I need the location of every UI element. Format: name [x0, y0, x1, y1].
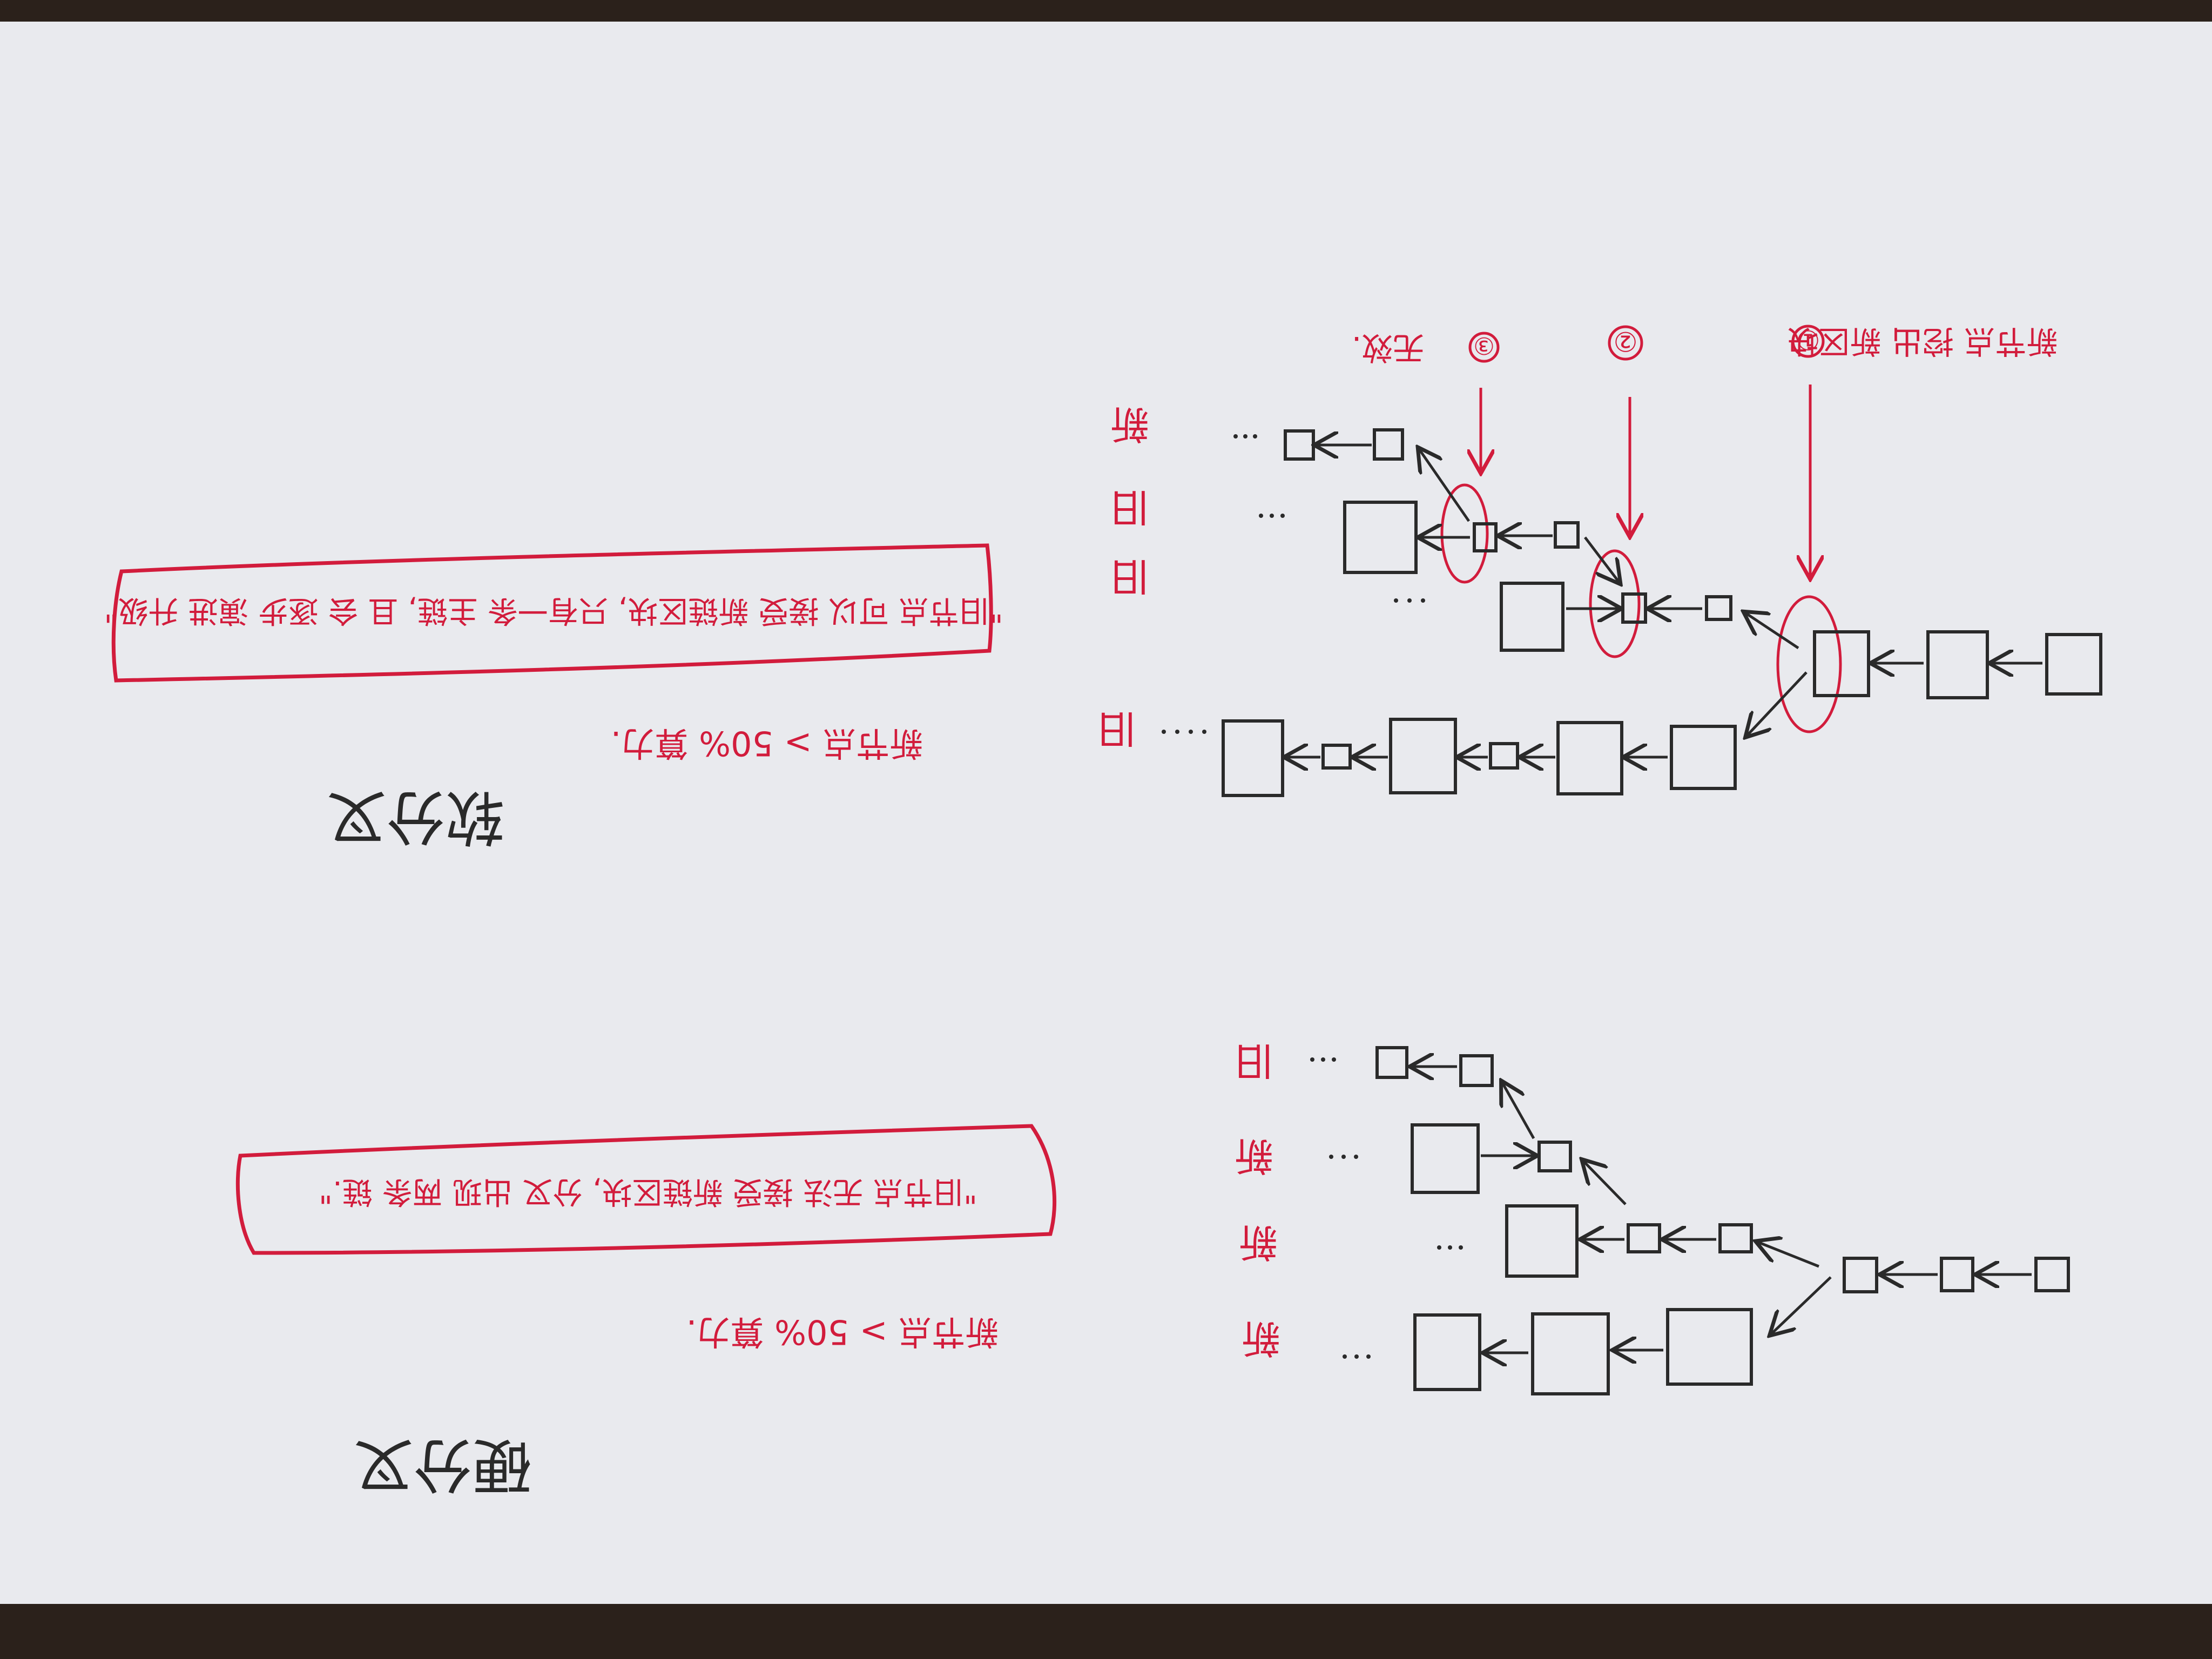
block [2045, 633, 2102, 696]
svg-text:旧: 旧 [1110, 554, 1149, 599]
block [1343, 501, 1418, 574]
block [1375, 1046, 1408, 1079]
svg-text:新: 新 [1239, 1219, 1278, 1265]
soft-fork-heading: 软分叉 [327, 783, 505, 852]
svg-text:无效.: 无效. [1352, 329, 1424, 366]
hard-fork-note: "旧节点 无法 接受 新链区块, 分叉 出现 两条 链." [319, 1174, 977, 1209]
paper-sheet [0, 22, 2212, 1604]
svg-text:新: 新 [1110, 401, 1149, 447]
block [1621, 592, 1647, 624]
hard-row-label-3: 新 [1239, 1219, 1278, 1265]
svg-text:硬分叉: 硬分叉 [354, 1431, 532, 1500]
block [1531, 1312, 1610, 1395]
step-3-text: 无效. [1352, 329, 1424, 366]
soft-fork-blocks [1222, 428, 2102, 797]
svg-text:新节点 挖出 新区块: 新节点 挖出 新区块 [1788, 323, 2058, 360]
block [1940, 1257, 1974, 1292]
block [1705, 595, 1732, 621]
svg-text:②: ② [1614, 326, 1638, 357]
block [1411, 1123, 1480, 1194]
svg-text:软分叉: 软分叉 [327, 783, 505, 852]
svg-text:新: 新 [1242, 1316, 1280, 1361]
block [2034, 1257, 2070, 1292]
soft-row-label-3: 旧 [1110, 554, 1149, 599]
hard-row-label-1: 旧 [1235, 1038, 1273, 1084]
block [1926, 630, 1989, 699]
soft-fork-links [1286, 445, 2042, 757]
block [1843, 1257, 1878, 1293]
soft-fork-condition: 新节点 > 50% 算力. [611, 724, 923, 763]
hard-fork-note-box [235, 1124, 1057, 1255]
block [1718, 1223, 1753, 1253]
soft-row-label-2: 旧 [1110, 485, 1149, 530]
soft-continuation-dots [1162, 434, 1425, 734]
block [1556, 721, 1623, 795]
svg-text:③: ③ [1473, 332, 1494, 359]
svg-text:"旧节点 可以 接受 新链区块, 只有一条 主链, 且 会: "旧节点 可以 接受 新链区块, 只有一条 主链, 且 会 逐步 演进 升级" [104, 593, 1003, 628]
svg-text:旧: 旧 [1235, 1038, 1273, 1084]
block [1670, 725, 1737, 790]
step-1-marker: ① [1791, 324, 1825, 358]
block [1222, 719, 1284, 797]
block [1473, 522, 1498, 552]
block [1489, 742, 1519, 770]
svg-text:旧: 旧 [1110, 485, 1149, 530]
block [1505, 1204, 1579, 1278]
block [1373, 428, 1404, 461]
hard-row-label-4: 新 [1242, 1316, 1280, 1361]
step-1-text: 新节点 挖出 新区块 [1788, 323, 2058, 360]
block [1284, 429, 1315, 461]
hard-fork-heading: 硬分叉 [354, 1431, 532, 1500]
svg-text:①: ① [1796, 324, 1820, 355]
block [1413, 1313, 1481, 1391]
new-block-highlight [1776, 595, 1842, 733]
soft-row-label-4: 旧 [1097, 706, 1136, 752]
soft-fork-note: "旧节点 可以 接受 新链区块, 只有一条 主链, 且 会 逐步 演进 升级" [104, 593, 1003, 628]
hard-row-label-2: 新 [1235, 1133, 1273, 1178]
svg-text:新节点 > 50% 算力.: 新节点 > 50% 算力. [611, 724, 923, 763]
step-2-marker: ② [1608, 325, 1643, 361]
block [1554, 521, 1580, 549]
block [1321, 744, 1352, 770]
soft-fork-note-box [111, 543, 993, 683]
hard-continuation-dots [1310, 1057, 1463, 1359]
hard-fork-blocks [1375, 1046, 2070, 1395]
block [1459, 1054, 1494, 1087]
block [1627, 1223, 1661, 1253]
hard-fork-links [1412, 1067, 2032, 1353]
svg-text:新节点 > 50% 算力.: 新节点 > 50% 算力. [686, 1312, 999, 1352]
block [1500, 582, 1564, 652]
block [1537, 1141, 1572, 1172]
hard-fork-condition: 新节点 > 50% 算力. [686, 1312, 999, 1352]
block [1389, 718, 1457, 794]
step-3-marker: ③ [1468, 332, 1500, 363]
soft-row-label-1: 新 [1110, 401, 1149, 447]
svg-text:"旧节点 无法 接受 新链区块, 分叉 出现 两条 链.": "旧节点 无法 接受 新链区块, 分叉 出现 两条 链." [319, 1174, 977, 1209]
accepted-block-highlight [1589, 549, 1641, 658]
svg-text:新: 新 [1235, 1133, 1273, 1178]
block [1666, 1308, 1753, 1386]
svg-text:旧: 旧 [1097, 706, 1136, 752]
invalid-block-highlight [1440, 483, 1489, 584]
